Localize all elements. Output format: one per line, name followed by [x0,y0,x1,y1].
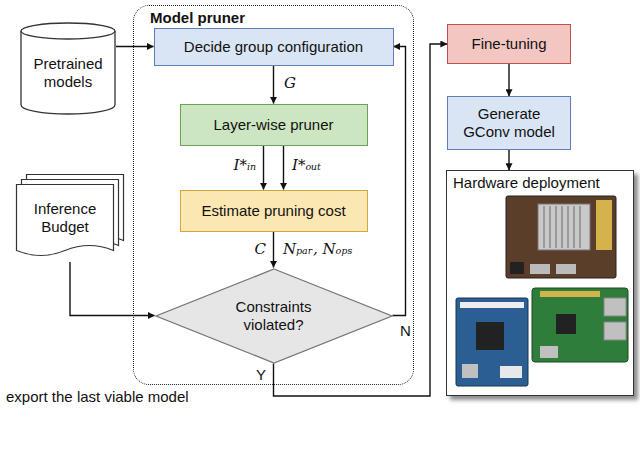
flow-arrow [70,262,155,316]
flow-arrow [283,146,284,190]
note-text: export the last viable model [4,388,191,406]
node-label: Fine-tuning [471,35,546,53]
raspberry-pi-image [532,288,628,362]
heatsink [538,204,590,250]
chip [476,322,504,350]
process-box: Decide group configuration [154,28,394,66]
usb-port [604,322,626,340]
port [462,364,478,378]
jetson-board-image [506,196,616,278]
edge-label: N [398,322,413,340]
process-box: Generate GConv model [447,96,571,150]
port [556,264,576,274]
group-container: Model prunerDecide group configurationLa… [133,5,414,385]
edge-label: Y [254,366,268,384]
board-pcb [506,196,616,278]
flow-arrow [116,46,154,47]
cylinder-body [21,31,115,114]
flow-arrow [273,232,274,268]
node-label: Pretrained models [26,55,110,91]
variable-label: Nₚₐᵣ, Nₒₚₛ [281,240,354,258]
port [540,346,558,358]
group-title: Hardware deployment [453,174,600,192]
port [530,264,550,274]
decision-diamond: Constraints violated? [155,268,393,364]
board-pcb [456,298,528,386]
process-box: Fine-tuning [447,24,571,64]
port [500,366,522,378]
edge-label: I*ᵢₙ [231,156,258,174]
document-stack: Inference Budget [16,174,124,262]
flow-arrow [263,146,264,190]
deployment-panel: Hardware deployment [446,170,634,396]
node-label: Constraints violated? [219,298,329,334]
edge-label: I*ₒᵤₜ [290,156,323,174]
document-sheet [17,185,114,256]
board-pcb [532,288,628,362]
chip [556,314,576,334]
header-pins [540,291,600,297]
edge-label: C [253,240,268,258]
flow-arrow [273,66,274,104]
diamond-shape [156,269,392,363]
group-title: Model pruner [150,9,245,27]
heatsink-fins [544,206,580,248]
cylinder-top [21,23,115,39]
port [510,262,524,274]
data-store-cylinder: Pretrained models [20,22,116,114]
fpga-board-image [456,298,528,386]
header-pins [596,200,612,250]
node-label: Estimate pruning cost [201,202,345,220]
node-label: Decide group configuration [184,38,363,56]
process-box: Layer-wise pruner [180,104,368,146]
node-label: Layer-wise pruner [213,116,333,134]
flow-arrow [393,47,406,316]
node-label: Inference Budget [18,200,112,236]
node-label: Generate GConv model [456,105,562,141]
edge-label: G [282,74,298,92]
process-box: Estimate pruning cost [180,190,368,232]
header-pins [460,302,524,308]
flow-arrow [508,64,509,96]
flow-arrow [508,150,509,170]
usb-port [604,298,626,316]
